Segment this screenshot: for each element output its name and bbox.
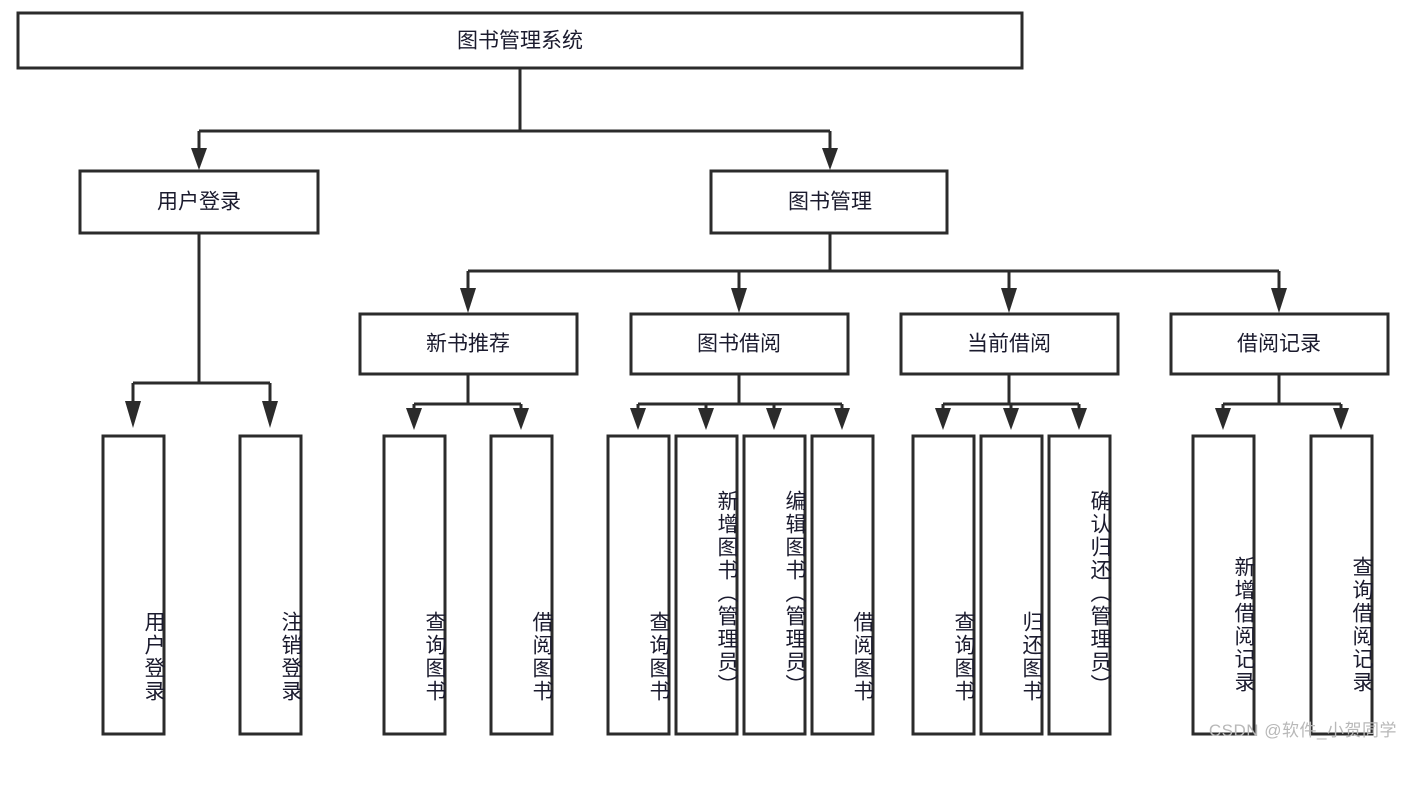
flowchart-diagram: 图书管理系统 用户登录 图书管理 新书推荐 图书借阅 当前借阅 借阅记录: [16, 11, 1397, 740]
node-leaf-user-login-box[interactable]: [101, 434, 166, 736]
node-leaf-borrow-book-1-box[interactable]: [489, 434, 554, 736]
arrowhead-query-record: [1333, 408, 1349, 430]
node-leaf-add-record-box[interactable]: [1191, 434, 1256, 736]
node-borrow-record-box[interactable]: [1169, 312, 1390, 376]
connector-group-new-book-rec: [406, 374, 529, 430]
arrowhead-edit-book: [766, 408, 782, 430]
node-leaf-user-logout-box[interactable]: [238, 434, 303, 736]
node-leaf-query-book-1-box[interactable]: [382, 434, 447, 736]
connector-group-book-borrow: [630, 374, 850, 430]
arrowhead-confirm-return: [1071, 408, 1087, 430]
arrowhead-book-manage: [822, 148, 838, 170]
arrowhead-leaf-user-login: [125, 401, 141, 428]
node-new-book-rec-box[interactable]: [358, 312, 579, 376]
arrowhead-new-book-rec: [460, 288, 476, 313]
arrowhead-borrow-record: [1271, 288, 1287, 313]
connector-group-user-login: [125, 233, 278, 428]
arrowhead-current-borrow: [1001, 288, 1017, 313]
node-leaf-query-book-2-box[interactable]: [606, 434, 671, 736]
arrowhead-add-record: [1215, 408, 1231, 430]
arrowhead-return-book: [1003, 408, 1019, 430]
node-book-manage-label: 图书管理: [788, 191, 872, 214]
node-new-book-rec-label: 新书推荐: [426, 333, 510, 356]
arrowhead-add-book: [698, 408, 714, 430]
arrowhead-query-book-3: [935, 408, 951, 430]
arrowhead-borrow-book-2: [834, 408, 850, 430]
arrowhead-query-book-2: [630, 408, 646, 430]
node-user-login-box[interactable]: [78, 169, 320, 235]
node-new-book-rec[interactable]: 新书推荐: [358, 312, 579, 376]
leaf-boxes: [101, 434, 1374, 736]
node-book-manage[interactable]: 图书管理: [709, 169, 949, 235]
node-root-box[interactable]: [16, 11, 1024, 70]
node-borrow-record-label: 借阅记录: [1237, 333, 1321, 356]
node-current-borrow[interactable]: 当前借阅: [899, 312, 1120, 376]
connector-group-book-manage: [460, 233, 1287, 313]
diagram-canvas: 图书管理系统 用户登录 图书管理 新书推荐 图书借阅 当前借阅 借阅记录: [16, 11, 1390, 736]
node-leaf-query-book-3-box[interactable]: [911, 434, 976, 736]
arrowhead-leaf-user-logout: [262, 401, 278, 428]
node-current-borrow-box[interactable]: [899, 312, 1120, 376]
arrowhead-borrow-book-1: [513, 408, 529, 430]
node-user-login-label: 用户登录: [157, 191, 241, 214]
node-book-manage-box[interactable]: [709, 169, 949, 235]
node-leaf-add-book-box[interactable]: [674, 434, 739, 736]
connector-group-root: [191, 68, 838, 170]
node-borrow-record[interactable]: 借阅记录: [1169, 312, 1390, 376]
node-book-borrow-label: 图书借阅: [697, 333, 781, 356]
node-leaf-return-book-box[interactable]: [979, 434, 1044, 736]
node-book-borrow[interactable]: 图书借阅: [629, 312, 850, 376]
arrowhead-user-login: [191, 148, 207, 170]
watermark-text: CSDN @软件_小贺同学: [1208, 721, 1397, 740]
node-leaf-query-record-box[interactable]: [1309, 434, 1374, 736]
arrowhead-query-book-1: [406, 408, 422, 430]
node-leaf-confirm-return-box[interactable]: [1047, 434, 1112, 736]
node-user-login[interactable]: 用户登录: [78, 169, 320, 235]
arrowhead-book-borrow: [731, 288, 747, 313]
node-root-label: 图书管理系统: [457, 30, 583, 53]
node-book-borrow-box[interactable]: [629, 312, 850, 376]
node-leaf-edit-book-box[interactable]: [742, 434, 807, 736]
node-root[interactable]: 图书管理系统: [16, 11, 1024, 70]
connector-group-current-borrow: [935, 374, 1087, 430]
node-current-borrow-label: 当前借阅: [967, 333, 1051, 356]
connector-group-borrow-record: [1215, 374, 1349, 430]
node-leaf-borrow-book-2-box[interactable]: [810, 434, 875, 736]
